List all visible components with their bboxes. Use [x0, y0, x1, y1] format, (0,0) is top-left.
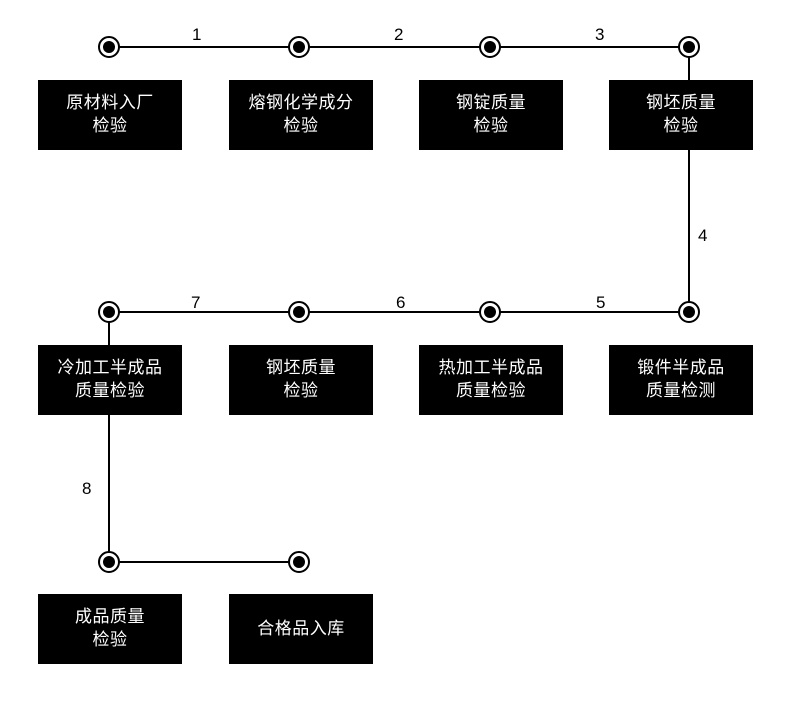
process-box-line2: 检验 [92, 116, 128, 135]
node-marker-1[interactable] [98, 36, 120, 58]
process-box-line2: 检验 [283, 381, 319, 400]
process-box-line2: 检验 [92, 630, 128, 649]
process-box-line1: 热加工半成品 [438, 358, 544, 378]
edge-label-7: 7 [191, 293, 201, 312]
node-marker-7[interactable] [288, 301, 310, 323]
process-box-line1: 钢坯质量 [266, 358, 336, 378]
process-box-qualified-product-warehousing[interactable]: 合格品入库 [229, 594, 373, 664]
process-box-cold-worked-semifinished-quality-inspection[interactable]: 冷加工半成品 质量检验 [38, 345, 182, 415]
process-box-line1: 成品质量 [75, 607, 145, 627]
process-box-line1: 熔钢化学成分 [248, 93, 354, 113]
edge-label-6: 6 [396, 293, 406, 312]
process-box-line1: 锻件半成品 [637, 358, 725, 378]
process-box-line2: 检验 [283, 116, 319, 135]
process-box-line1: 钢坯质量 [646, 93, 716, 113]
process-box-hot-worked-semifinished-quality-inspection[interactable]: 热加工半成品 质量检验 [419, 345, 563, 415]
process-box-steel-billet-quality-inspection-middle[interactable]: 钢坯质量 检验 [229, 345, 373, 415]
node-marker-3[interactable] [479, 36, 501, 58]
process-box-line2: 质量检测 [646, 381, 716, 400]
process-box-line1: 钢锭质量 [456, 93, 526, 113]
edge-label-8: 8 [82, 479, 92, 498]
process-box-finished-product-quality-inspection[interactable]: 成品质量 检验 [38, 594, 182, 664]
node-marker-5[interactable] [678, 301, 700, 323]
node-marker-2[interactable] [288, 36, 310, 58]
process-box-line2: 检验 [473, 116, 509, 135]
process-box-line1: 原材料入厂 [66, 93, 154, 113]
edge-label-1: 1 [192, 25, 202, 44]
process-box-line1: 冷加工半成品 [57, 358, 163, 378]
node-marker-8[interactable] [98, 301, 120, 323]
node-marker-10[interactable] [288, 551, 310, 573]
process-box-forging-semifinished-quality-detection[interactable]: 锻件半成品 质量检测 [609, 345, 753, 415]
edge-label-5: 5 [596, 293, 606, 312]
edge-label-3: 3 [595, 25, 605, 44]
node-marker-6[interactable] [479, 301, 501, 323]
process-box-line2: 质量检验 [75, 381, 145, 400]
node-marker-9[interactable] [98, 551, 120, 573]
node-marker-4[interactable] [678, 36, 700, 58]
process-box-raw-material-incoming-inspection[interactable]: 原材料入厂 检验 [38, 80, 182, 150]
edge-label-4: 4 [698, 226, 708, 245]
process-box-line1: 合格品入库 [257, 618, 345, 638]
process-box-steel-billet-quality-inspection-top[interactable]: 钢坯质量 检验 [609, 80, 753, 150]
process-box-line2: 质量检验 [456, 381, 526, 400]
process-box-steel-ingot-quality-inspection[interactable]: 钢锭质量 检验 [419, 80, 563, 150]
edge-label-2: 2 [394, 25, 404, 44]
process-box-molten-steel-chemical-composition-inspection[interactable]: 熔钢化学成分 检验 [229, 80, 373, 150]
process-box-line2: 检验 [663, 116, 699, 135]
